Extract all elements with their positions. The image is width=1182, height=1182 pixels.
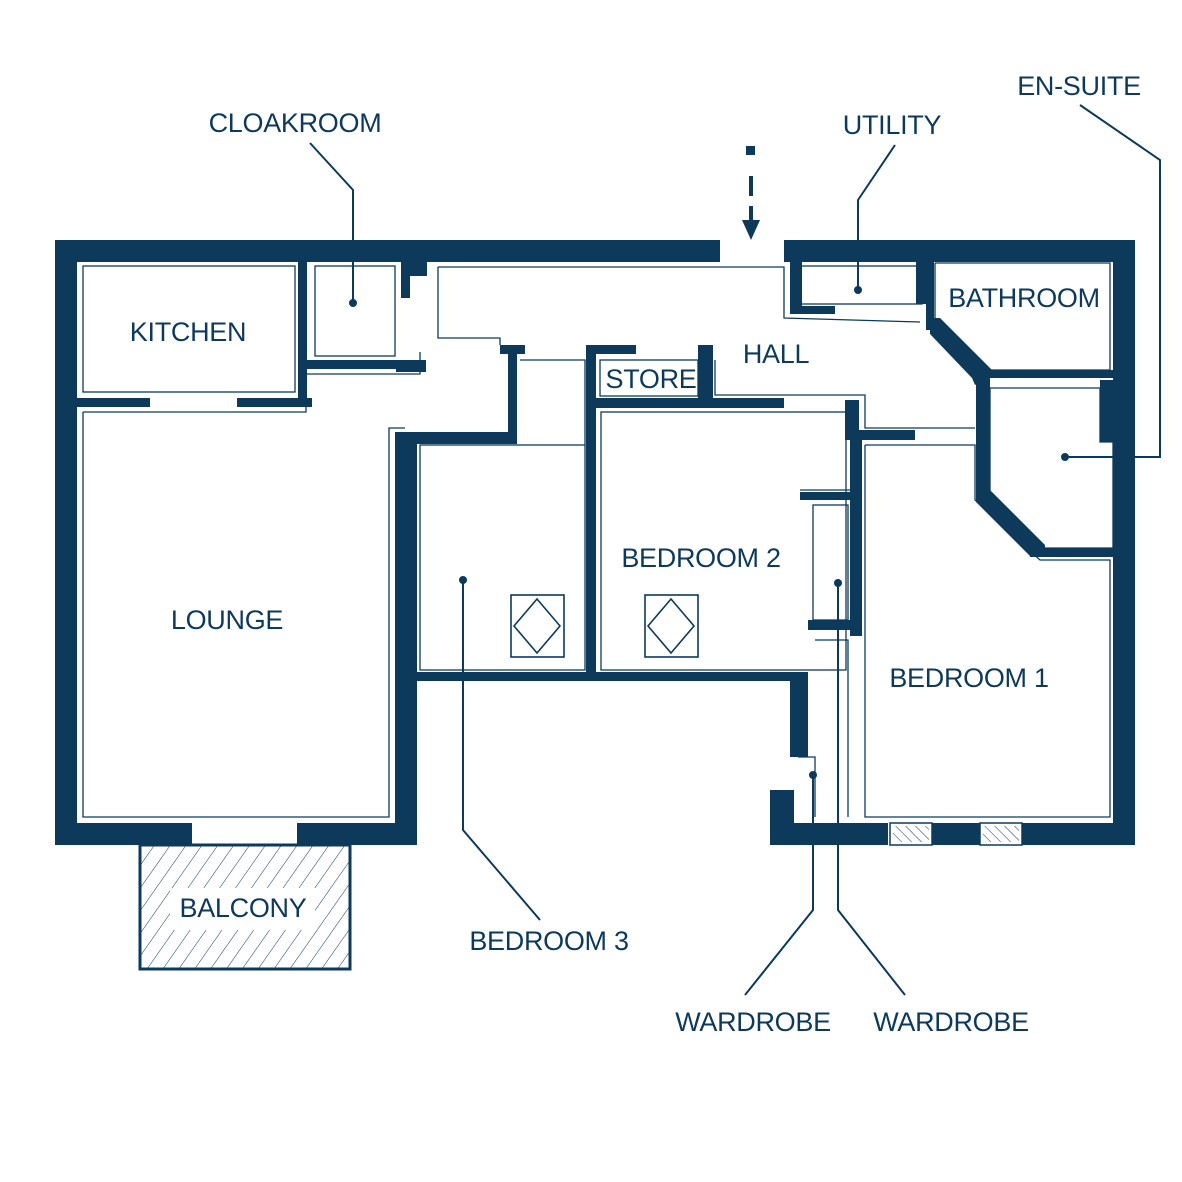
utility-label: UTILITY bbox=[843, 110, 942, 140]
internal-walls bbox=[77, 262, 1113, 681]
cloakroom-label: CLOAKROOM bbox=[209, 108, 382, 138]
en-suite-label: EN-SUITE bbox=[1017, 71, 1141, 101]
wardrobe-right-label: WARDROBE bbox=[873, 1007, 1029, 1037]
hatched-radiator-icon bbox=[889, 822, 1023, 846]
entrance-arrow-icon bbox=[742, 146, 760, 240]
hall-label: HALL bbox=[743, 339, 810, 369]
balcony-label: BALCONY bbox=[180, 893, 307, 923]
bedroom-3-label: BEDROOM 3 bbox=[469, 926, 628, 956]
kitchen-label: KITCHEN bbox=[130, 317, 246, 347]
outer-walls bbox=[55, 240, 1135, 845]
bedroom-2-label: BEDROOM 2 bbox=[621, 543, 780, 573]
bedroom-1-label: BEDROOM 1 bbox=[889, 663, 1048, 693]
diamond-cupboard-icon bbox=[510, 594, 699, 658]
store-label: STORE bbox=[605, 364, 696, 394]
lounge-label: LOUNGE bbox=[171, 605, 283, 635]
label-leaders bbox=[309, 104, 1161, 996]
wardrobe-left-label: WARDROBE bbox=[675, 1007, 831, 1037]
bathroom-label: BATHROOM bbox=[948, 283, 1100, 313]
balcony bbox=[138, 843, 352, 971]
